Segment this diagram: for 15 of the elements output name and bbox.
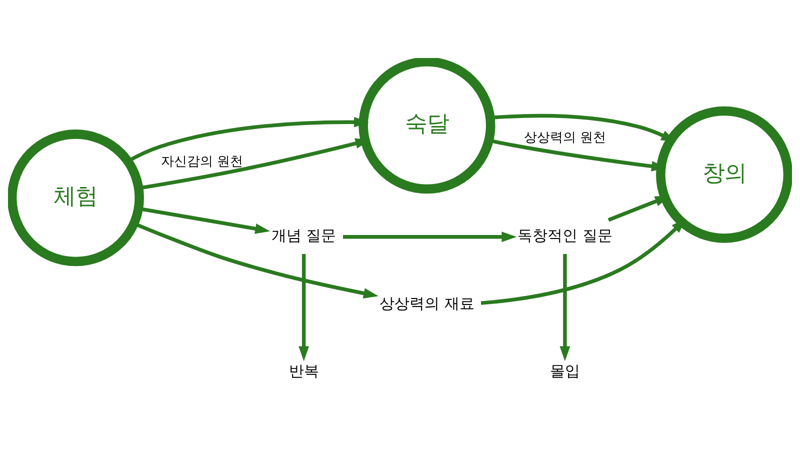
node-circle: 숙달	[358, 58, 496, 194]
node-text: 반복	[288, 362, 319, 380]
edge-label: 상상력의 원천	[524, 130, 606, 145]
node-text: 독창적인 질문	[518, 226, 612, 244]
node-text: 몰입	[550, 362, 580, 380]
node-circle: 체험	[8, 129, 144, 266]
node-circle: 창의	[656, 106, 792, 242]
arrow	[298, 254, 310, 361]
arrow	[608, 195, 670, 222]
node-text: 개념 질문	[271, 226, 336, 244]
edge-label: 자신감의 원천	[160, 154, 244, 170]
node-text: 상상력의 재료	[380, 294, 474, 312]
arrow	[480, 218, 686, 304]
arrow	[343, 231, 517, 242]
arrow	[560, 254, 570, 361]
